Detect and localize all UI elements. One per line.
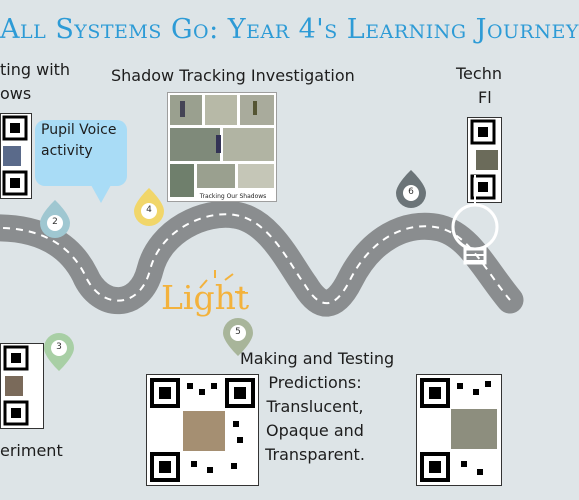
qr-code-icon — [3, 345, 29, 426]
pin-number: 3 — [56, 342, 62, 352]
journey-pin-3[interactable]: 3 — [44, 333, 74, 371]
qr-code-top-left[interactable] — [0, 113, 32, 199]
pupil-voice-text: Pupil Voice activity — [41, 120, 116, 162]
predictions-line2: Predictions: — [268, 373, 362, 392]
journey-pin-4[interactable]: 4 — [134, 188, 164, 226]
predictions-line1: Making and Testing — [240, 349, 395, 368]
photo-collage-image — [170, 95, 274, 197]
photo-caption: Tracking Our Shadows — [194, 192, 272, 201]
pupil-voice-line1: Pupil Voice — [41, 122, 117, 138]
predictions-label: Making and Testing Predictions: Transluc… — [240, 348, 395, 465]
predictions-line5: Transparent. — [265, 445, 365, 464]
pin-number: 4 — [146, 205, 152, 215]
top-left-label-line2: ows — [0, 84, 32, 103]
qr-code-bottom-middle[interactable] — [146, 374, 259, 486]
journey-pin-2[interactable]: 2 — [40, 200, 70, 238]
map-pin-icon — [40, 200, 70, 238]
light-ray-icon — [199, 270, 245, 293]
qr-code-icon — [2, 115, 28, 196]
pin-number: 2 — [52, 217, 58, 227]
map-pin-icon — [44, 333, 74, 371]
predictions-line3: Translucent, — [266, 397, 364, 416]
qr-code-top-right[interactable] — [467, 117, 502, 203]
qr-code-icon — [470, 119, 498, 200]
pin-number: 6 — [408, 187, 414, 197]
winding-road — [0, 200, 524, 317]
pin-number: 5 — [235, 327, 241, 337]
bottom-left-label: eriment — [0, 441, 63, 460]
pupil-voice-speech-bubble: Pupil Voice activity — [35, 120, 127, 203]
page-title: All Systems Go: Year 4's Learning Journe… — [0, 14, 579, 45]
shadow-photo-collage — [167, 92, 277, 202]
journey-pin-5[interactable]: 5 — [223, 318, 253, 356]
qr-code-icon — [420, 378, 497, 482]
predictions-line4: Opaque and — [266, 421, 364, 440]
qr-code-bottom-right[interactable] — [416, 374, 502, 486]
learning-journey-poster: All Systems Go: Year 4's Learning Journe… — [0, 14, 579, 486]
light-bulb-icon — [451, 175, 499, 265]
qr-code-bottom-left[interactable] — [0, 343, 44, 429]
map-pin-icon — [223, 318, 253, 356]
pupil-voice-line2: activity — [41, 143, 93, 159]
top-right-label-line1: Techn — [456, 64, 502, 83]
top-left-label-line1: ting with — [0, 60, 71, 79]
topic-title-light: Light — [161, 278, 250, 317]
top-right-label-line2: Fl — [478, 88, 492, 107]
shadow-tracking-label: Shadow Tracking Investigation — [111, 66, 355, 85]
journey-pin-6[interactable]: 6 — [396, 170, 426, 208]
qr-code-icon — [150, 378, 255, 482]
map-pin-icon — [134, 188, 164, 226]
map-pin-icon — [396, 170, 426, 208]
